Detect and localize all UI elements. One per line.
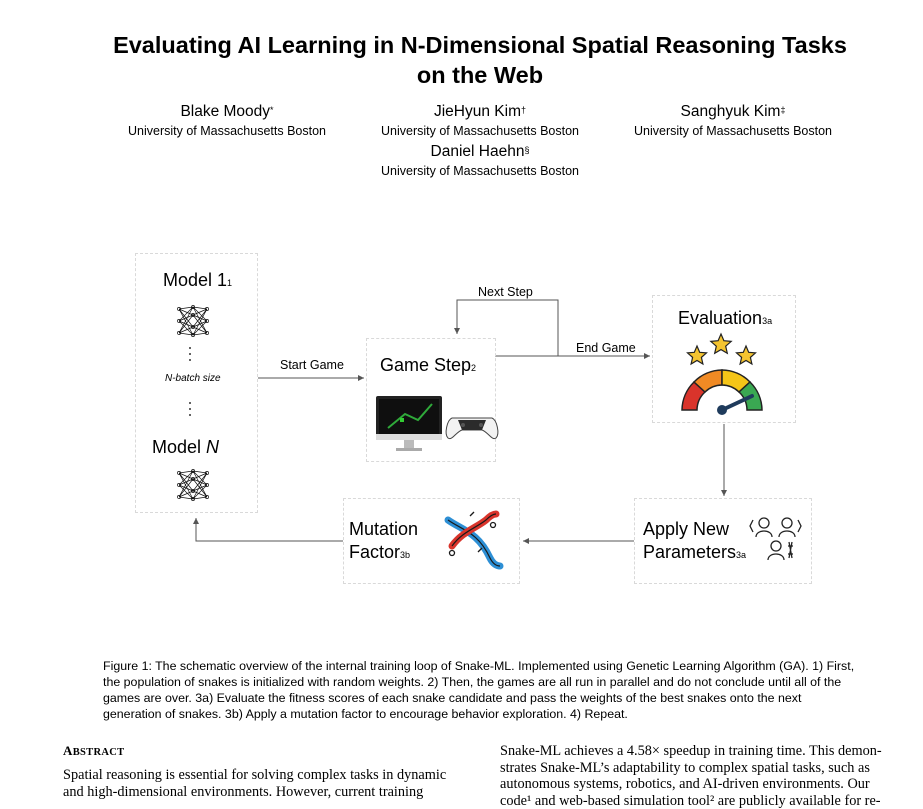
abstract-line: autonomous systems, robotics, and AI-dri… [500,776,897,793]
abstract-right-column: Snake-ML achieves a 4.58× speedup in tra… [500,743,897,809]
figure-caption: Figure 1: The schematic overview of the … [103,658,863,722]
abstract-line: and high-dimensional environments. Howev… [63,784,459,801]
abstract-left-column: Spatial reasoning is essential for solvi… [63,767,459,800]
abstract-line: strates Snake-ML’s adaptability to compl… [500,760,897,777]
abstract-line: Snake-ML achieves a 4.58× speedup in tra… [500,743,897,760]
abstract-line: Spatial reasoning is essential for solvi… [63,767,459,784]
abstract-heading: ABSTRACT [63,743,124,759]
